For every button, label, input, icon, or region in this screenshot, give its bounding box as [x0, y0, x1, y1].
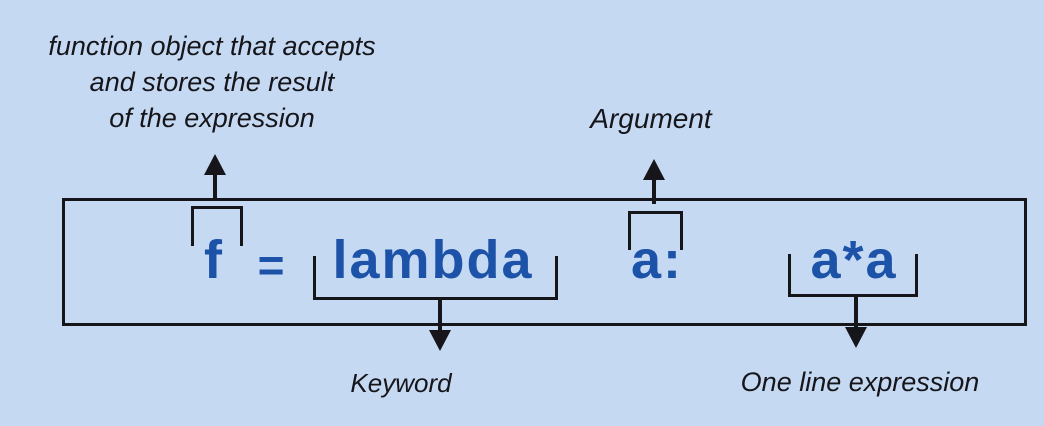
down-arrow-keyword-stem — [438, 299, 442, 331]
bracket-keyword — [313, 256, 558, 300]
code-token-variable: f — [204, 230, 224, 290]
up-arrow-argument-head — [643, 159, 665, 180]
function-object-note-line: and stores the result — [89, 67, 335, 97]
code-token-keyword: lambda — [332, 230, 534, 290]
function-object-note-line: of the expression — [109, 103, 315, 133]
code-token-expression: a*a — [810, 230, 898, 290]
up-arrow-argument-stem — [652, 177, 656, 204]
down-arrow-keyword-head — [429, 330, 451, 351]
down-arrow-expression-stem — [854, 296, 858, 328]
keyword-label: Keyword — [350, 368, 452, 398]
function-object-note-line: function object that accepts — [48, 31, 376, 61]
up-arrow-variable-head — [204, 154, 226, 175]
expression-label: One line expression — [740, 367, 980, 397]
up-arrow-variable-stem — [213, 172, 217, 199]
bracket-argument — [628, 211, 683, 250]
code-box — [62, 198, 1027, 326]
bracket-expression — [788, 254, 918, 297]
down-arrow-expression-head — [845, 327, 867, 348]
bracket-variable — [191, 206, 243, 246]
code-token-equals: = — [257, 239, 285, 291]
argument-label: Argument — [590, 103, 712, 134]
code-token-argument: a: — [630, 230, 684, 290]
function-object-note: function object that accepts and stores … — [0, 28, 424, 136]
